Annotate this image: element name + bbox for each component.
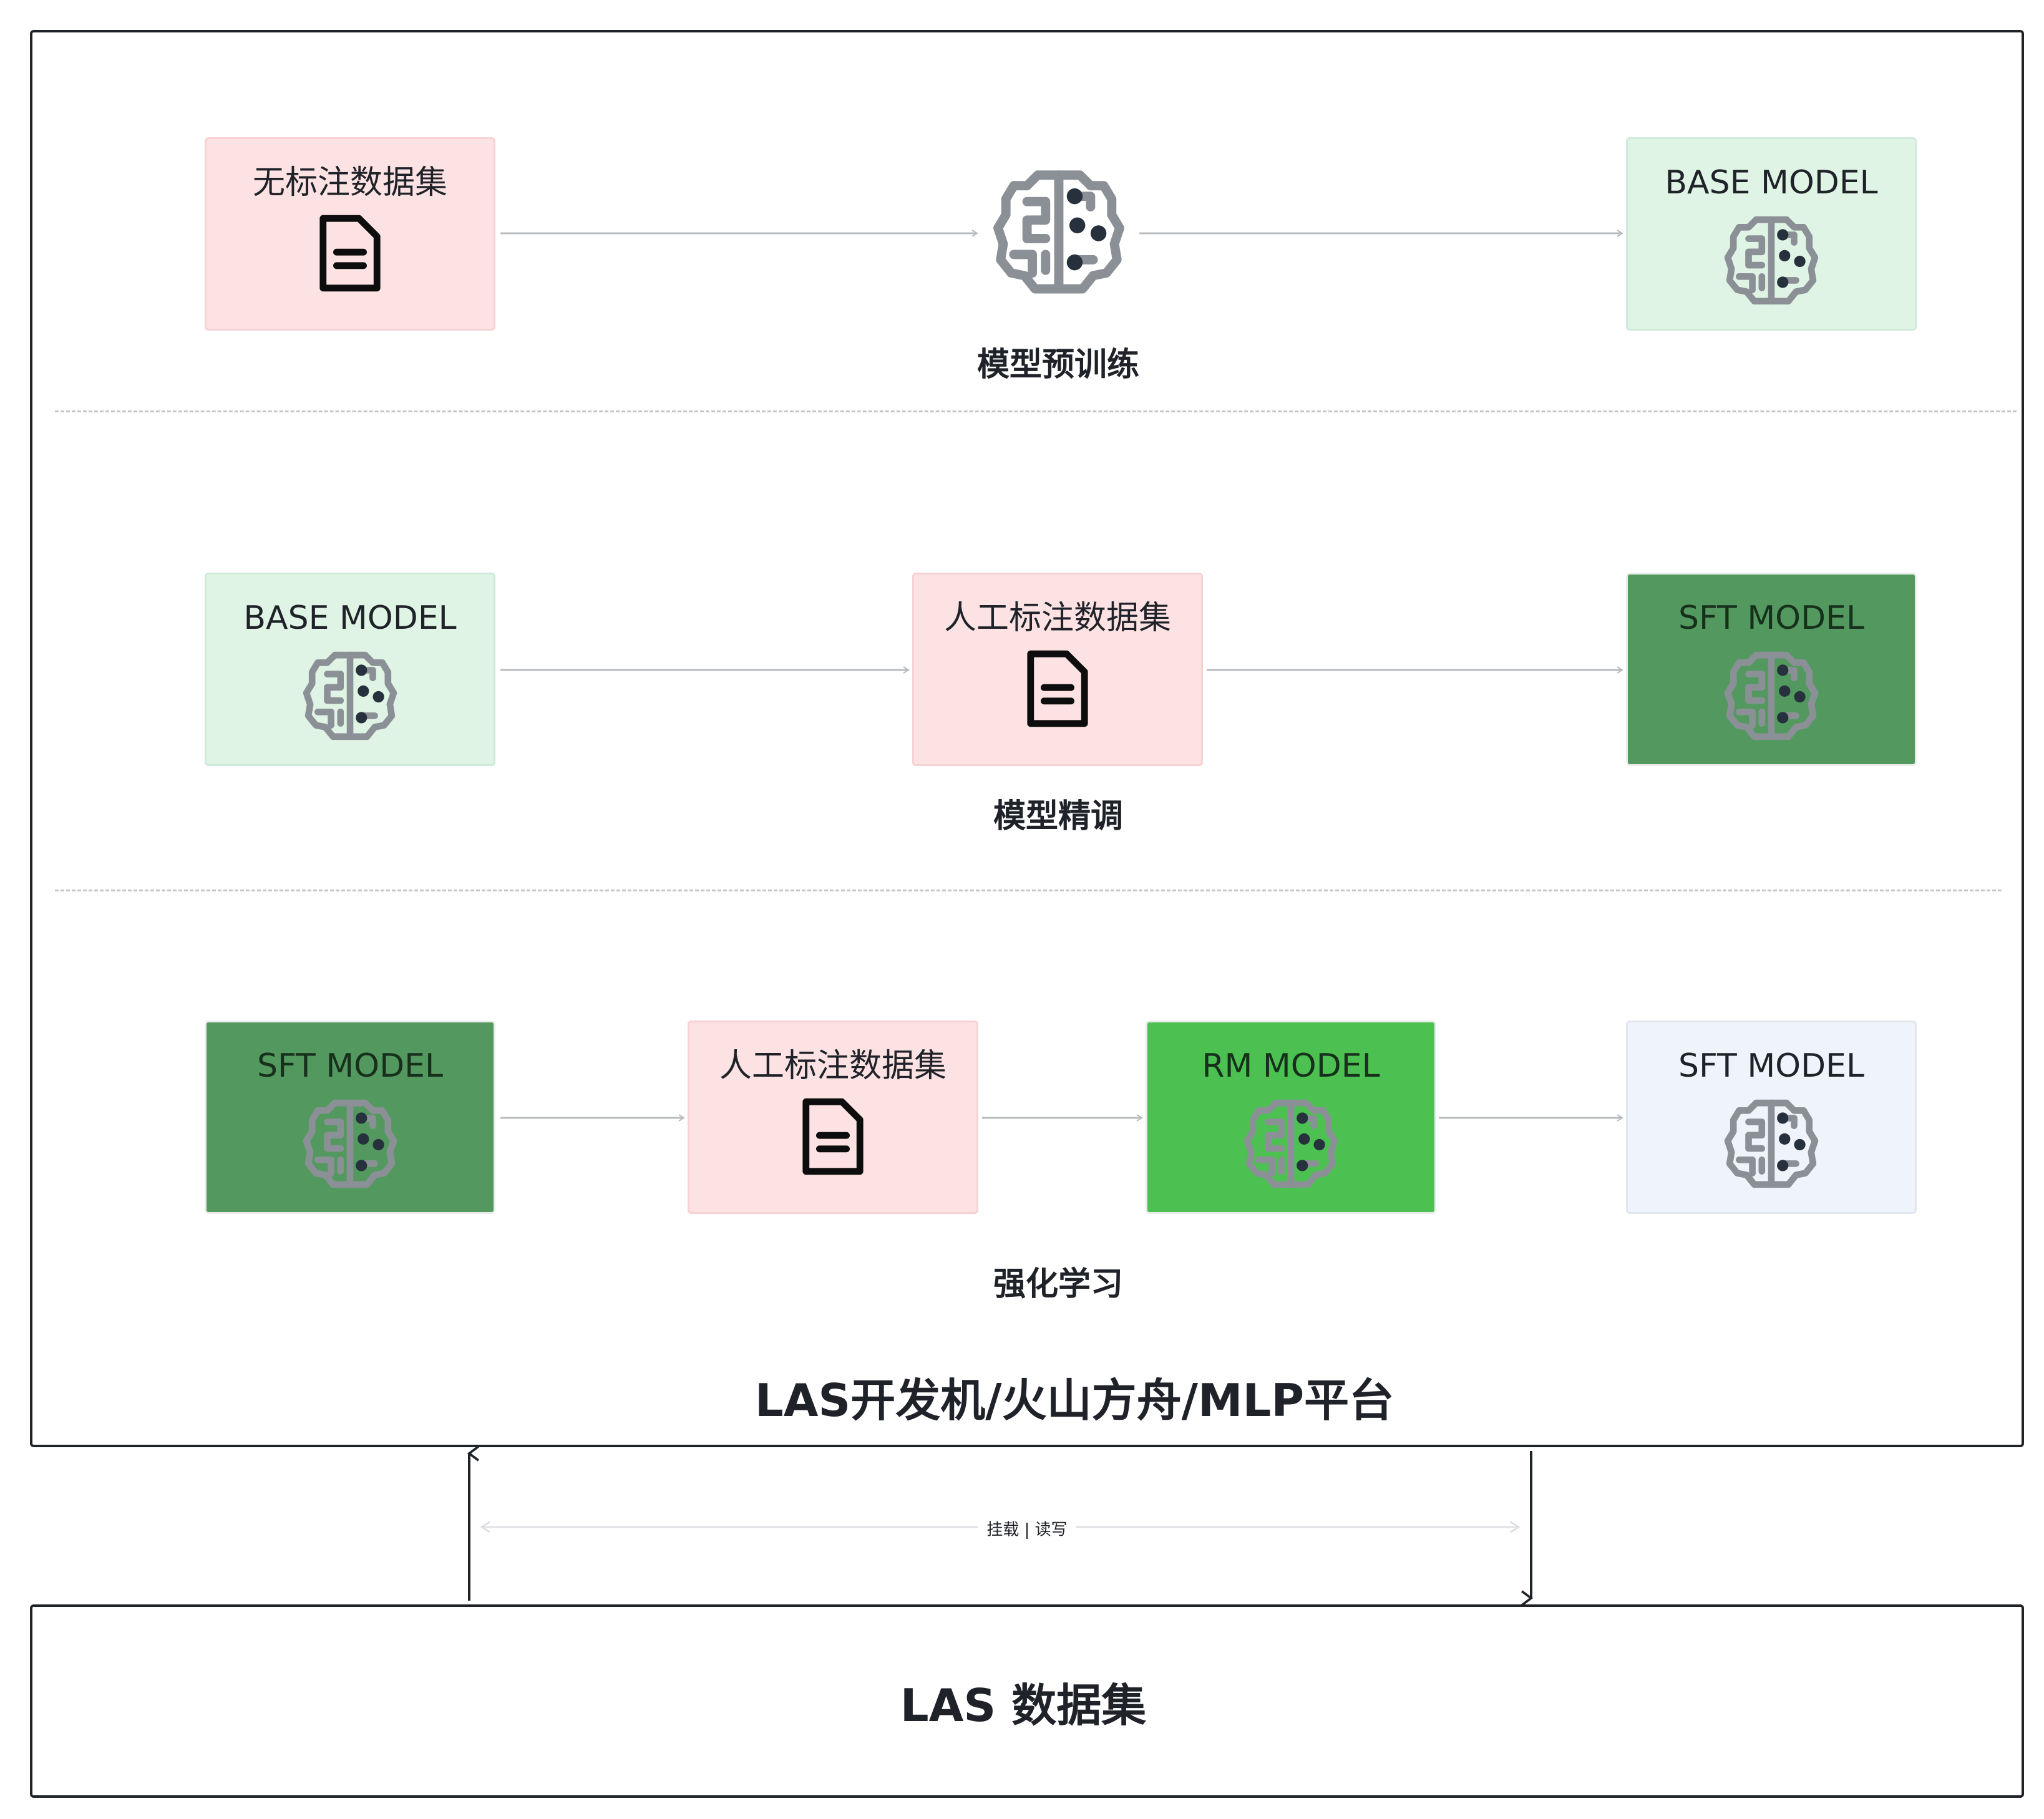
brain-icon — [1721, 214, 1821, 309]
pretrain-brain — [987, 167, 1131, 299]
node-label: SFT MODEL — [1678, 599, 1864, 637]
brain-icon — [300, 649, 400, 744]
node-label: RM MODEL — [1202, 1047, 1380, 1085]
brain-icon — [300, 1097, 400, 1192]
document-icon — [1024, 649, 1091, 728]
node-label: SFT MODEL — [257, 1047, 443, 1085]
base-model-node: BASE MODEL — [205, 573, 495, 766]
brain-icon — [990, 167, 1127, 299]
labeled-dataset-node: 人工标注数据集 — [912, 573, 1203, 766]
datastore-container: LAS 数据集 — [30, 1604, 2024, 1798]
document-icon — [799, 1097, 867, 1176]
node-label: SFT MODEL — [1678, 1047, 1864, 1085]
platform-title: LAS开发机/火山方舟/MLP平台 — [754, 1374, 1394, 1427]
rm-model-node: RM MODEL — [1146, 1021, 1436, 1214]
node-label: BASE MODEL — [1665, 164, 1878, 201]
node-label: 人工标注数据集 — [719, 1047, 947, 1085]
stage-title-rl: 强化学习 — [993, 1266, 1124, 1303]
node-label: 人工标注数据集 — [943, 599, 1171, 637]
brain-icon — [1241, 1097, 1341, 1192]
stage-title-pretrain: 模型预训练 — [976, 346, 1140, 384]
stage-separator-2 — [55, 890, 2002, 891]
sft-model-node: SFT MODEL — [1626, 1021, 1917, 1214]
mount-relation-label: 挂载 | 读写 — [978, 1516, 1076, 1540]
sft-model-node: SFT MODEL — [1626, 573, 1917, 766]
brain-icon — [1721, 649, 1821, 744]
stage-title-finetune: 模型精调 — [993, 798, 1124, 835]
labeled-dataset-node: 人工标注数据集 — [688, 1021, 978, 1214]
sft-model-node: SFT MODEL — [205, 1021, 495, 1214]
document-icon — [316, 214, 384, 293]
base-model-node: BASE MODEL — [1626, 137, 1917, 331]
brain-icon — [1721, 1097, 1821, 1192]
node-label: 无标注数据集 — [252, 164, 447, 201]
stage-separator-1 — [55, 410, 2017, 412]
datastore-title: LAS 数据集 — [900, 1679, 1147, 1732]
node-label: BASE MODEL — [243, 599, 457, 637]
unlabeled-dataset-node: 无标注数据集 — [205, 137, 495, 331]
